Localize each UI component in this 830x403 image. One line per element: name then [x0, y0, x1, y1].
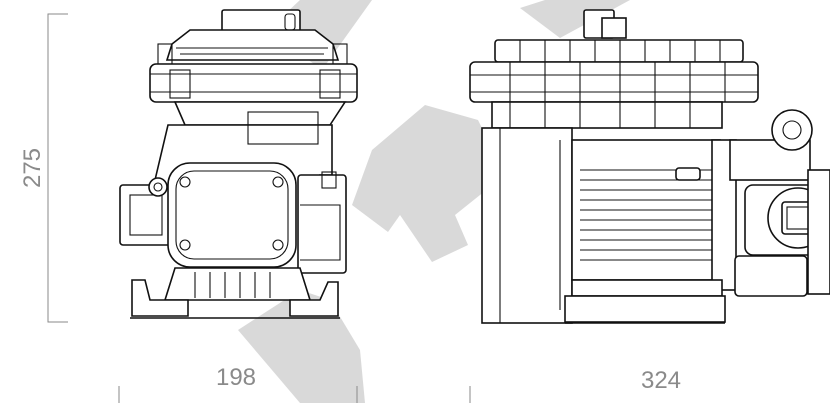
side-width-label: 324	[641, 367, 681, 394]
height-dimension: 275	[19, 13, 68, 323]
pump-front-view	[119, 9, 358, 319]
side-width-dimension: 324	[469, 367, 681, 403]
front-width-label: 198	[216, 364, 256, 391]
pump-side-view	[469, 9, 830, 324]
front-width-dimension: 198	[118, 364, 358, 403]
height-label: 275	[19, 148, 46, 188]
